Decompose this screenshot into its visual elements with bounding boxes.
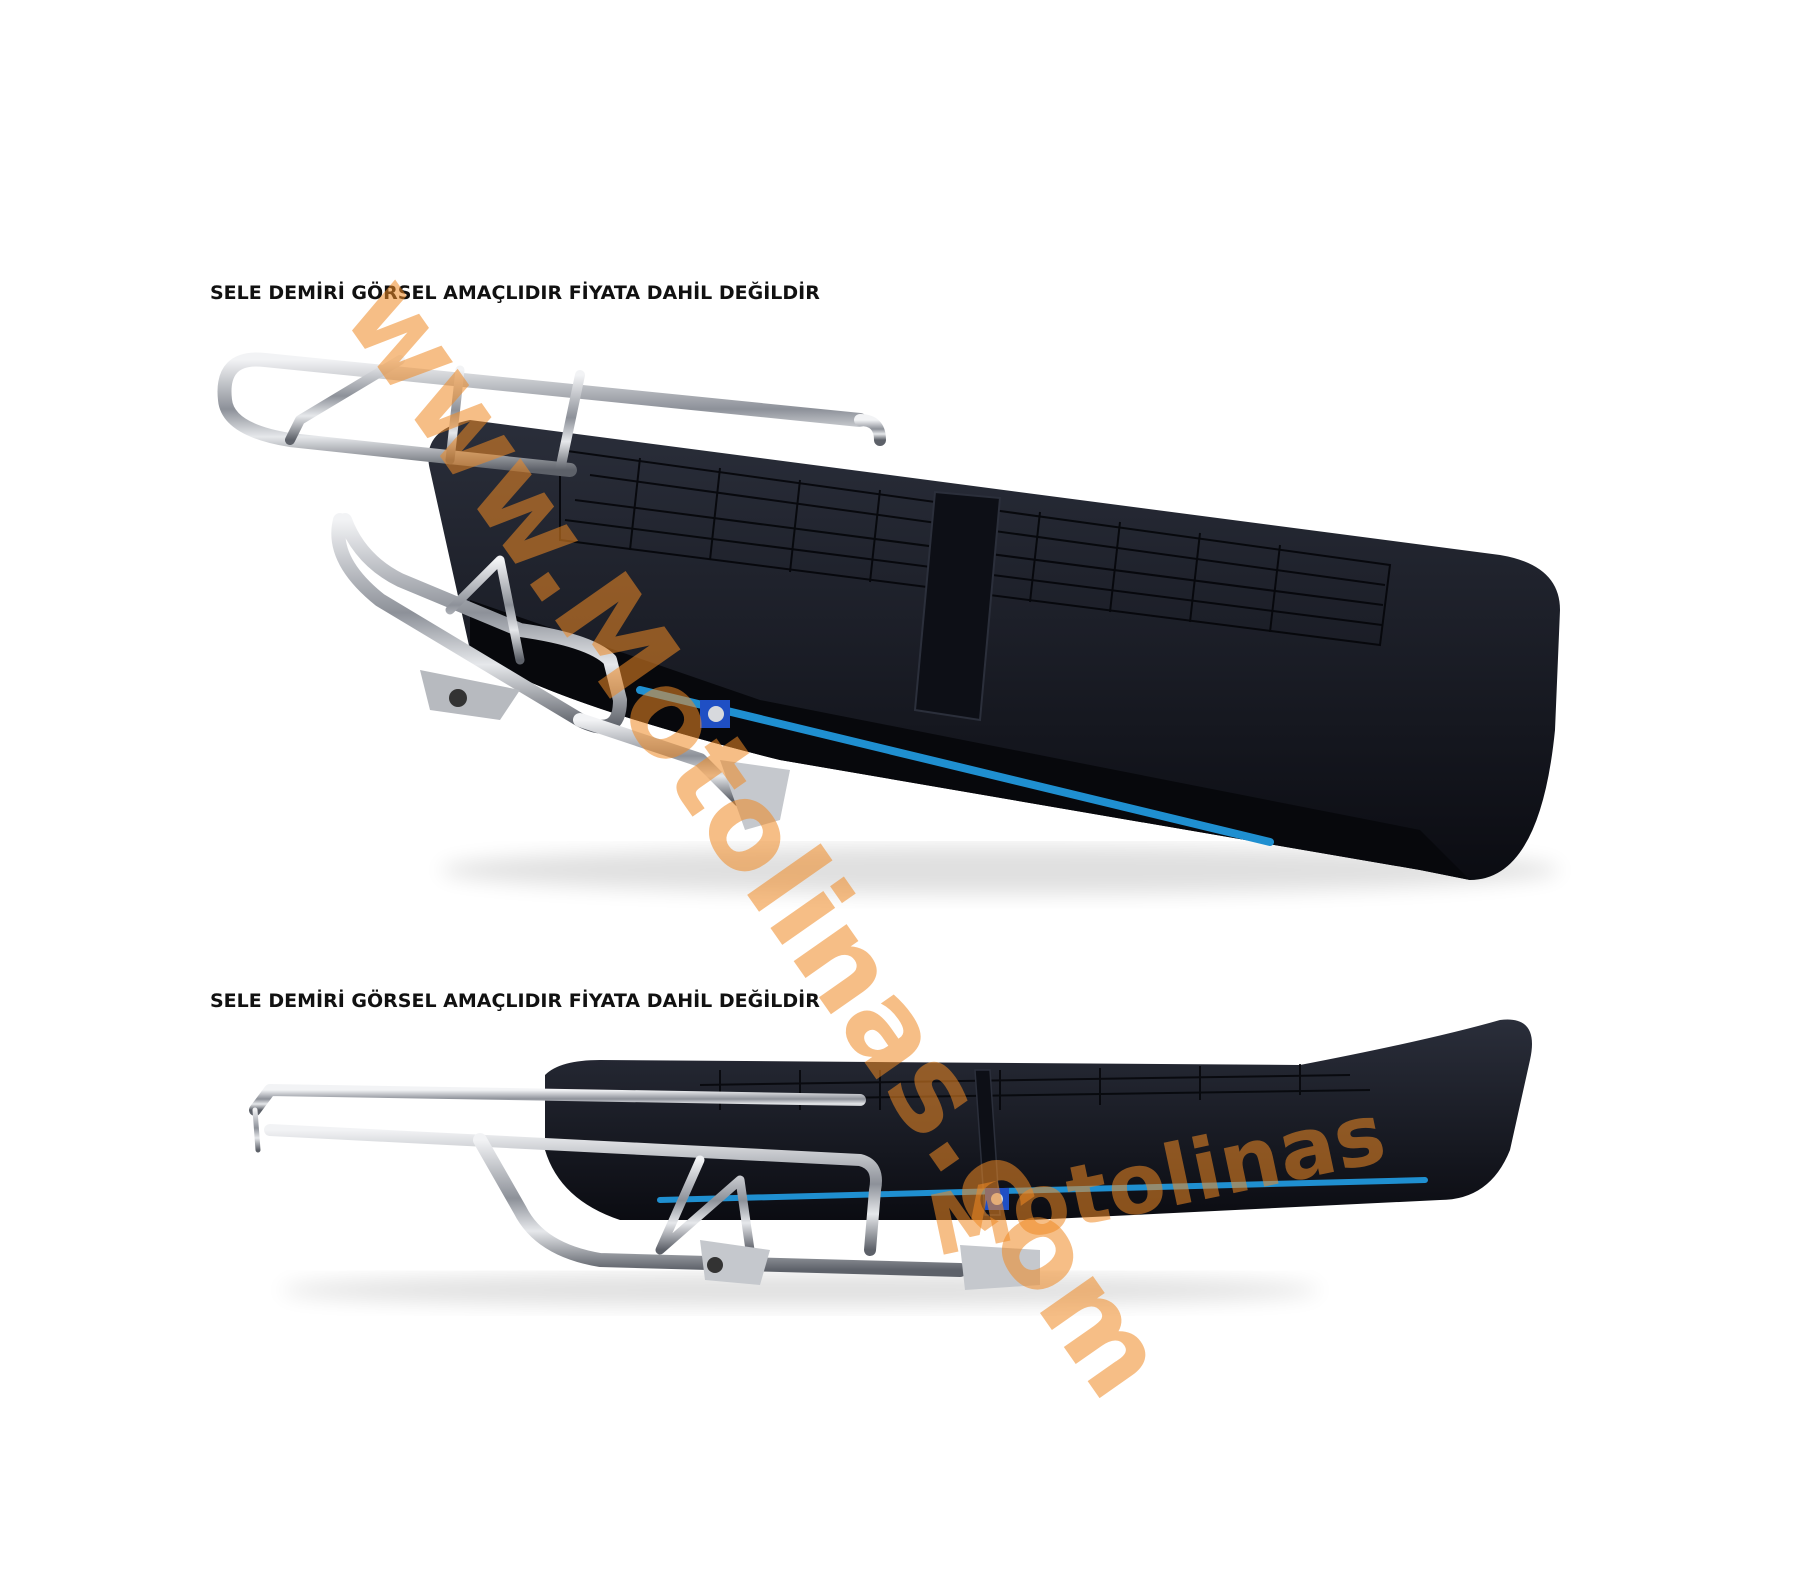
- caption-bottom: SELE DEMİRİ GÖRSEL AMAÇLIDIR FİYATA DAHİ…: [210, 990, 820, 1012]
- seat-side-view: [249, 1019, 1532, 1306]
- seat-top-view: [217, 352, 1560, 894]
- caption-top: SELE DEMİRİ GÖRSEL AMAÇLIDIR FİYATA DAHİ…: [210, 282, 820, 304]
